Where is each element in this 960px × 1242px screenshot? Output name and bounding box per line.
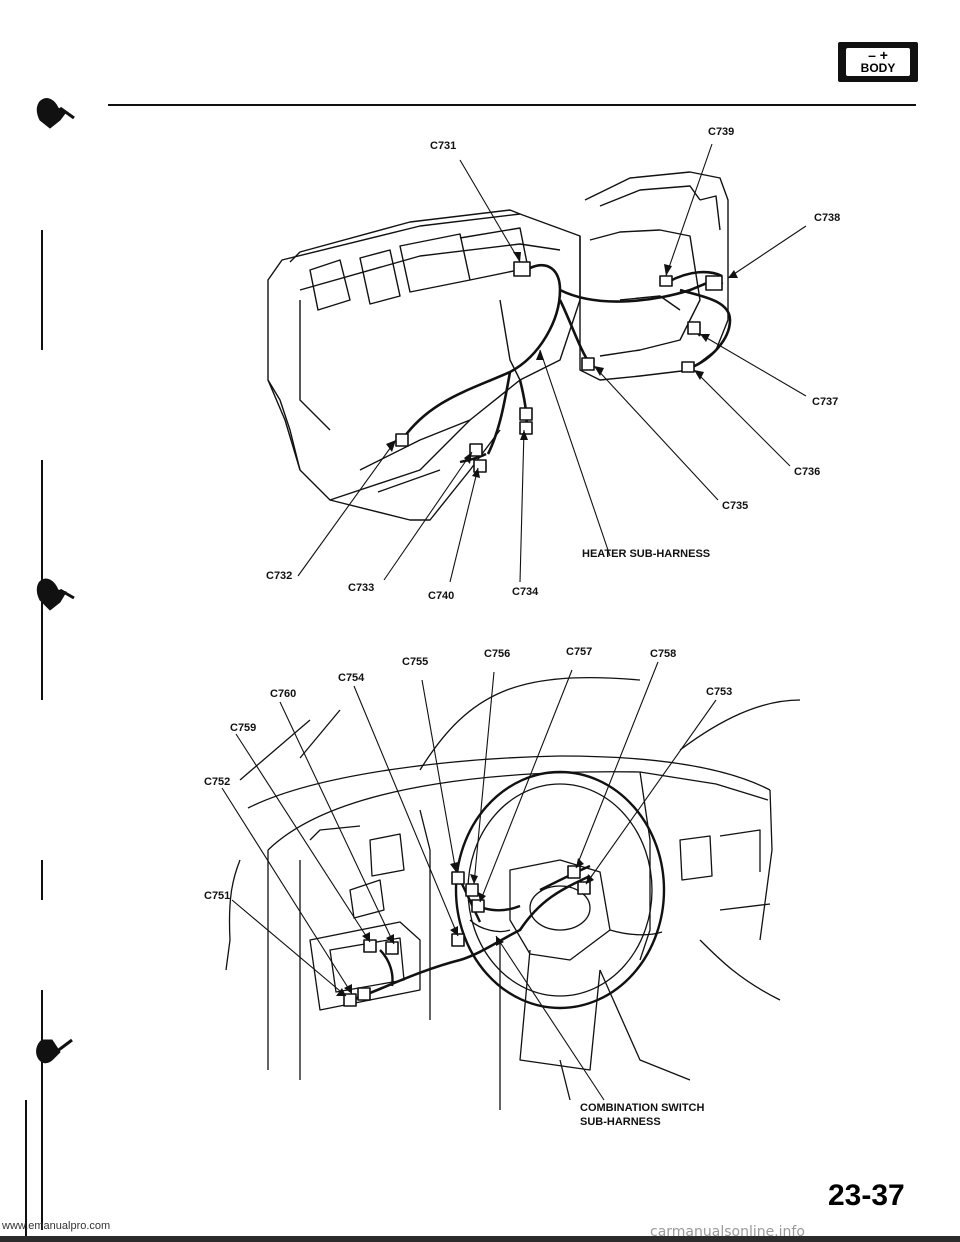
callout-c758: C758 <box>650 648 677 660</box>
section-tab-label: BODY <box>860 61 896 75</box>
body-section-tab: – + BODY <box>838 42 918 82</box>
callout-c754: C754 <box>338 672 365 684</box>
callout-c755: C755 <box>402 656 429 668</box>
binder-edge-marks <box>25 98 75 1240</box>
combination-switch-label-line2: SUB-HARNESS <box>580 1116 661 1128</box>
dashboard-diagram <box>221 661 801 1110</box>
battery-terminals-symbol: – + <box>868 47 888 63</box>
battery-icon: – + BODY <box>846 48 910 76</box>
callout-c757: C757 <box>566 646 593 658</box>
page-number: 23-37 <box>828 1179 905 1212</box>
callout-c731: C731 <box>430 140 457 152</box>
callout-c751: C751 <box>204 890 231 902</box>
combination-switch-label-line1: COMBINATION SWITCH <box>580 1102 705 1114</box>
callout-c756: C756 <box>484 648 511 660</box>
callout-c738: C738 <box>814 212 841 224</box>
header-rule <box>108 104 916 106</box>
bottom-scan-bar <box>0 1236 960 1242</box>
callout-c737: C737 <box>812 396 839 408</box>
heater-sub-harness-label: HEATER SUB-HARNESS <box>582 548 711 560</box>
callout-c752: C752 <box>204 776 231 788</box>
callout-c760: C760 <box>270 688 297 700</box>
callout-c736: C736 <box>794 466 821 478</box>
callout-c733: C733 <box>348 582 375 594</box>
callout-c739: C739 <box>708 126 735 138</box>
callout-c735: C735 <box>722 500 749 512</box>
callout-c732: C732 <box>266 570 293 582</box>
heater-unit-diagram <box>267 143 807 583</box>
callout-c734: C734 <box>512 586 539 598</box>
callout-c759: C753 <box>706 686 733 698</box>
callout-c740: C740 <box>428 590 455 602</box>
footer-url: www.emanualpro.com <box>2 1220 111 1232</box>
callout-c753: C759 <box>230 722 257 734</box>
